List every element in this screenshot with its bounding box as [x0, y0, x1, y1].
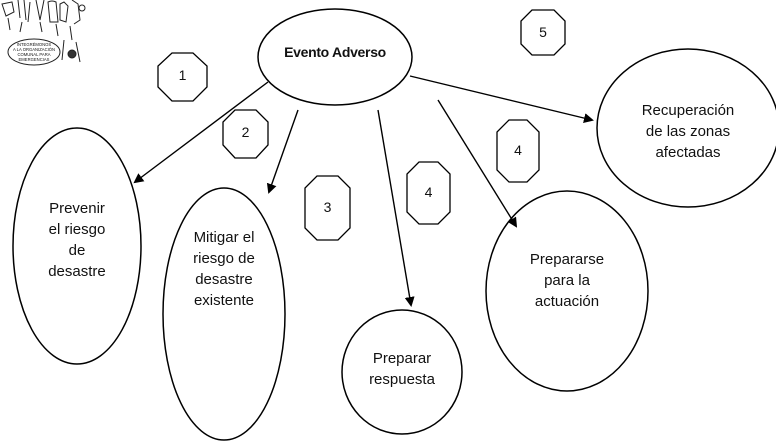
step-number-4b: 4: [514, 142, 522, 158]
step-number-2: 2: [241, 124, 250, 140]
svg-text:A LA ORGANIZACIÓN: A LA ORGANIZACIÓN: [13, 47, 55, 52]
mitigar-label: Mitigar el riesgo de desastre existente: [193, 229, 255, 309]
arrow-to-prepararse: [437, 99, 518, 228]
arrow-to-preparar: [377, 109, 415, 307]
mitigar-ellipse: [162, 187, 286, 441]
step-number-1: 1: [178, 67, 187, 83]
step-octagon-1: [157, 52, 208, 102]
step-number-4a: 4: [424, 184, 433, 200]
prevenir-label: Prevenir el riesgo de desastre: [48, 200, 106, 280]
step-number-3: 3: [323, 199, 332, 215]
logo-image: INTEGRÉMONOS A LA ORGANIZACIÓN COMUNAL P…: [1, 0, 86, 66]
step-octagon-3: [304, 175, 351, 241]
step-octagon-2: [222, 109, 269, 159]
svg-text:EMERGENCIAS: EMERGENCIAS: [19, 57, 50, 62]
step-octagon-4b: [496, 119, 540, 183]
prepararse-ellipse: [485, 190, 649, 392]
svg-text:COMUNAL PARA: COMUNAL PARA: [17, 52, 50, 57]
arrow-to-prevenir: [133, 81, 269, 184]
arrow-to-recuperacion: [409, 75, 594, 123]
center-label: Evento Adverso: [284, 44, 386, 60]
svg-text:INTEGRÉMONOS: INTEGRÉMONOS: [17, 42, 52, 47]
preparar-label: Preparar respuesta: [369, 350, 435, 388]
arrow-to-mitigar: [266, 109, 299, 194]
logo-illustration: INTEGRÉMONOS A LA ORGANIZACIÓN COMUNAL P…: [0, 0, 90, 70]
prepararse-label: Prepararse para la actuación: [529, 251, 605, 310]
prevenir-ellipse: [12, 127, 142, 365]
step-octagon-4a: [406, 161, 451, 225]
center-ellipse: [257, 8, 413, 106]
recuperacion-ellipse: [596, 48, 776, 208]
preparar-ellipse: [341, 309, 463, 435]
step-number-5: 5: [539, 24, 547, 40]
step-octagon-5: [520, 9, 566, 56]
recuperacion-label: Recuperación de las zonas afectadas: [641, 102, 735, 161]
